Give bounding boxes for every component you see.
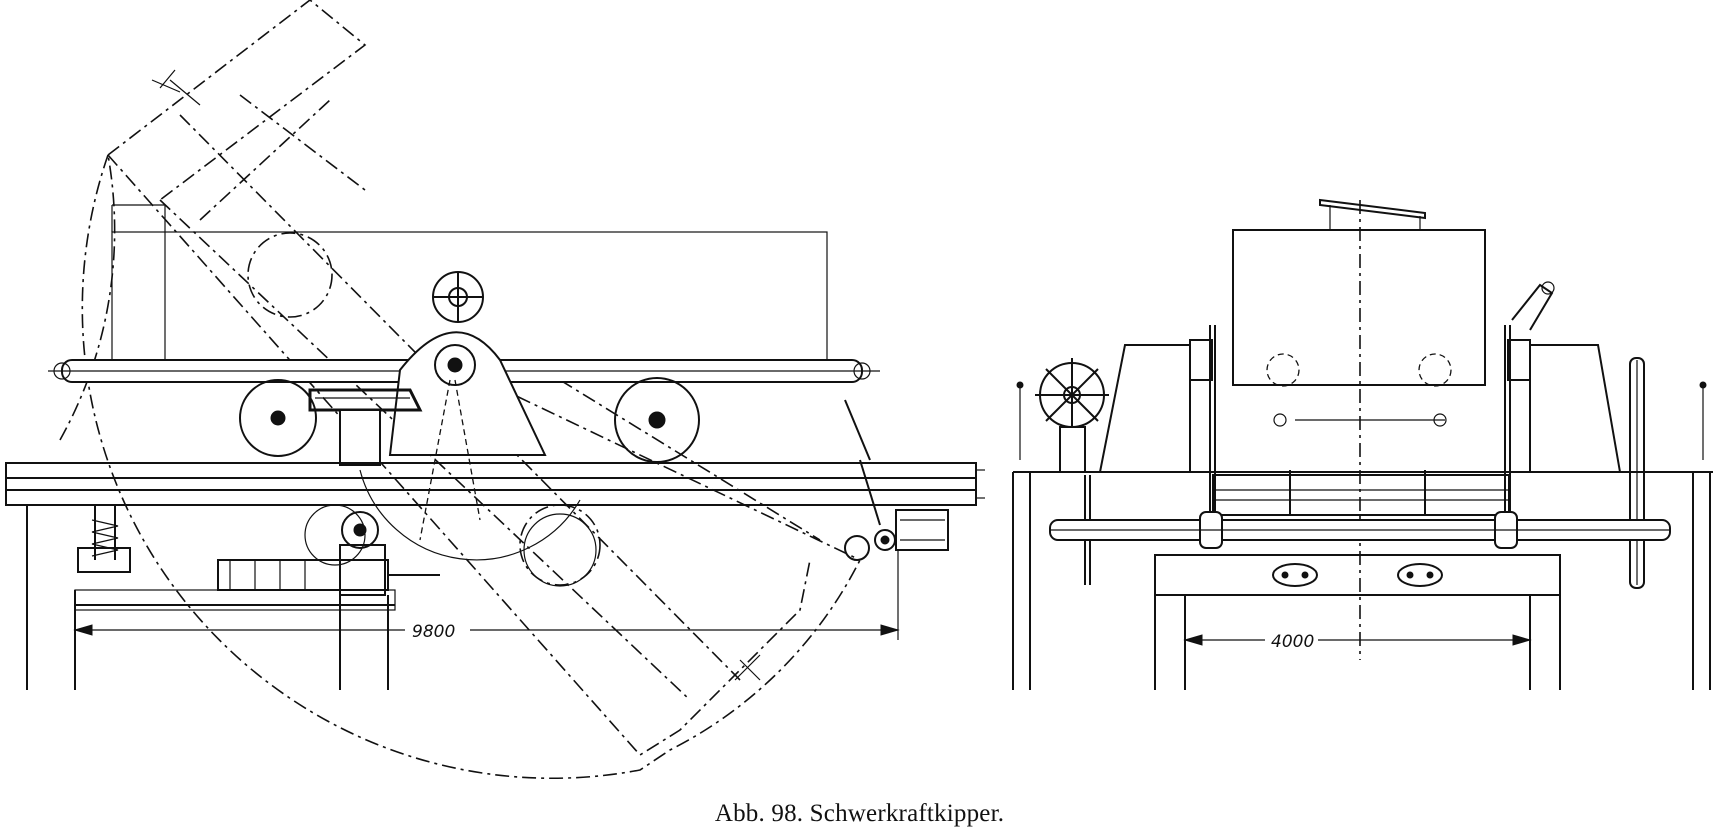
front-wagon-body: [1232, 198, 1486, 660]
dimension-4000: 4000: [1183, 632, 1532, 652]
front-support-frame: [1012, 381, 1711, 690]
dimension-label-4000: 4000: [1271, 632, 1314, 652]
front-view: 4000: [1012, 198, 1713, 690]
tipping-arc: [81, 154, 861, 780]
dimension-9800: 9800: [73, 550, 900, 642]
track-rails: [5, 462, 985, 506]
dimension-label-9800: 9800: [412, 622, 455, 642]
side-view: 9800: [5, 0, 985, 780]
side-support-frame: [26, 505, 396, 690]
lower-mechanism: [77, 399, 949, 596]
figure-caption: Abb. 98. Schwerkraftkipper.: [714, 800, 1005, 827]
front-axle: [1049, 511, 1671, 549]
front-track: [1013, 470, 1713, 516]
front-pedestals: [1098, 325, 1622, 535]
pivot-frame: [308, 271, 581, 561]
